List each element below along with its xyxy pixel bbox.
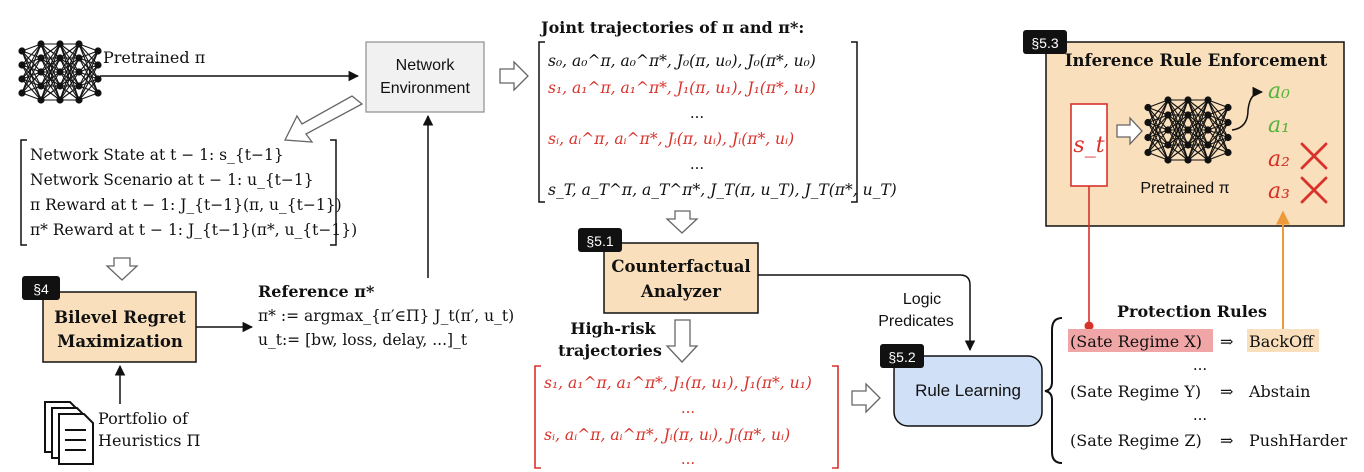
section-5-2-badge: §5.2 (880, 344, 924, 368)
counterfactual-analyzer-box: Counterfactual Analyzer (603, 242, 759, 314)
rule-0-action: BackOff (1249, 332, 1315, 351)
bilevel-line2: Maximization (57, 332, 183, 351)
state-row-0: Network State at t − 1: s_{t−1} (30, 146, 284, 164)
pretrained-inner-label: Pretrained π (1140, 180, 1229, 197)
rules-brace (1044, 317, 1063, 464)
action-a0: a₀ (1268, 79, 1290, 104)
state-row-3: π* Reward at t − 1: J_{t−1}(π*, u_{t−1}) (30, 221, 357, 239)
reference-line2: u_t:= [bw, loss, delay, ...]_t (258, 331, 468, 349)
env-to-joint-hollow-arrow (499, 60, 529, 92)
portfolio-document-icon (44, 401, 94, 465)
joint-row-5: s_T, a_T^π, a_T^π*, J_T(π, u_T), J_T(π*,… (548, 181, 897, 199)
st-rule-dot (1084, 321, 1094, 331)
rule-0-arrow: ⇒ (1220, 332, 1233, 351)
rule-learning-box: Rule Learning (893, 355, 1043, 427)
x-mark-icon (1300, 142, 1328, 170)
rule-2-cond: (Sate Regime Z) (1070, 431, 1202, 450)
logic-line2: Predicates (878, 313, 954, 330)
network-env-line2: Environment (380, 80, 470, 97)
action-a3: a₃ (1268, 179, 1290, 204)
rules-ellipsis-2: ... (1193, 406, 1207, 424)
rule-learning-label: Rule Learning (915, 381, 1021, 400)
inference-title: Inference Rule Enforcement (1065, 51, 1328, 70)
reference-title: Reference π* (258, 282, 375, 301)
portfolio-line2: Heuristics Π (98, 431, 201, 450)
nn-to-action-curved-arrow (1231, 86, 1264, 131)
action-a1: a₁ (1268, 113, 1290, 138)
x-mark-icon (1300, 176, 1328, 204)
state-row-2: π Reward at t − 1: J_{t−1}(π, u_{t−1}) (30, 196, 342, 214)
highrisk-line2: trajectories (558, 341, 662, 360)
highrisk-trajectories-box: s₁, a₁^π, a₁^π*, J₁(π, u₁), J₁(π*, u₁) .… (534, 365, 839, 469)
state-row-1: Network Scenario at t − 1: u_{t−1} (30, 171, 314, 189)
inner-pretrained-network-icon (1144, 96, 1232, 164)
joint-row-1: s₁, a₁^π, a₁^π*, J₁(π, u₁), J₁(π*, u₁) (548, 79, 816, 97)
protection-title: Protection Rules (1117, 302, 1267, 321)
rules-ellipsis-1: ... (1193, 356, 1207, 374)
rule-2-arrow: ⇒ (1220, 431, 1233, 450)
highrisk-to-rule-hollow-arrow (851, 382, 881, 414)
st-to-nn-hollow-arrow (1116, 116, 1143, 146)
svg-text:§4: §4 (33, 281, 49, 297)
action-a2: a₂ (1268, 147, 1290, 172)
env-to-state-hollow-arrow (283, 95, 364, 143)
reference-line1: π* := argmax_{π′∈Π} J_t(π′, u_t) (258, 307, 514, 325)
rule-1-action: Abstain (1248, 382, 1310, 401)
svg-text:§5.3: §5.3 (1031, 35, 1058, 51)
network-environment-box: Network Environment (365, 41, 485, 113)
st-label: s_t (1073, 133, 1104, 158)
pretrained-label: Pretrained π (103, 48, 205, 67)
joint-trajectories-box: s₀, a₀^π, a₀^π*, J₀(π, u₀), J₀(π*, u₀) s… (538, 41, 897, 203)
highrisk-line1: High-risk (570, 319, 656, 338)
svg-text:§5.2: §5.2 (888, 349, 915, 365)
rule-action-highlight (1247, 329, 1319, 352)
rule-1-arrow: ⇒ (1220, 382, 1233, 401)
joint-row-4: ... (690, 155, 704, 173)
joint-to-counterfactual-hollow-arrow (665, 210, 699, 234)
highrisk-row-2: sᵢ, aᵢ^π, aᵢ^π*, Jᵢ(π, uᵢ), Jᵢ(π*, uᵢ) (544, 426, 790, 444)
logic-line1: Logic (903, 291, 941, 308)
svg-text:§5.1: §5.1 (586, 233, 613, 249)
state-box: Network State at t − 1: s_{t−1} Network … (20, 139, 357, 246)
state-to-bilevel-hollow-arrow (105, 257, 139, 281)
network-env-line1: Network (396, 57, 456, 74)
section-5-3-badge: §5.3 (1023, 30, 1067, 54)
counterfactual-line1: Counterfactual (611, 257, 750, 276)
counterfactual-to-rule-arrow (758, 274, 976, 352)
joint-row-3: sᵢ, aᵢ^π, aᵢ^π*, Jᵢ(π, uᵢ), Jᵢ(π*, uᵢ) (548, 130, 794, 148)
joint-row-2: ... (690, 104, 704, 122)
rule-2-action: PushHarder (1249, 431, 1347, 450)
rule-condition-highlight (1068, 329, 1213, 352)
counterfactual-to-highrisk-hollow-arrow (665, 319, 699, 363)
highrisk-row-0: s₁, a₁^π, a₁^π*, J₁(π, u₁), J₁(π*, u₁) (544, 374, 812, 392)
bilevel-line1: Bilevel Regret (54, 308, 186, 327)
highrisk-row-3: ... (681, 450, 695, 468)
rule-1-cond: (Sate Regime Y) (1070, 382, 1201, 401)
section-5-1-badge: §5.1 (578, 228, 622, 252)
rule-0-cond: (Sate Regime X) (1070, 332, 1202, 351)
portfolio-line1: Portfolio of (98, 409, 189, 428)
pretrained-network-icon (18, 40, 102, 104)
joint-row-0: s₀, a₀^π, a₀^π*, J₀(π, u₀), J₀(π*, u₀) (548, 52, 816, 70)
bilevel-regret-box: Bilevel Regret Maximization (42, 291, 197, 363)
counterfactual-line2: Analyzer (640, 282, 721, 301)
section-4-badge: §4 (22, 276, 60, 300)
joint-title: Joint trajectories of π and π*: (539, 18, 804, 37)
highrisk-row-1: ... (681, 399, 695, 417)
